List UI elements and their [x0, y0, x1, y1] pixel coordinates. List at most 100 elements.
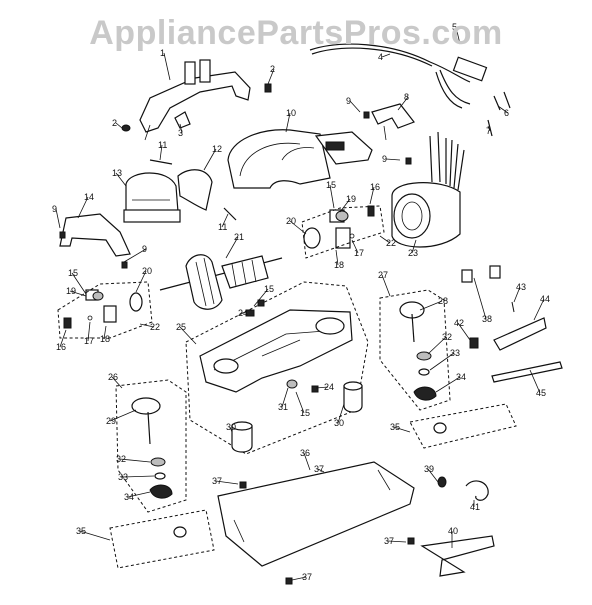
leader-line: [71, 272, 87, 295]
part-bushing: [231, 421, 253, 453]
leader-line: [123, 248, 147, 263]
part-screw: [239, 481, 247, 489]
callout-number: 26: [108, 372, 118, 382]
part-screw: [285, 577, 293, 585]
leader-line: [317, 468, 325, 473]
leader-line: [315, 386, 329, 389]
leader-line: [339, 198, 351, 213]
callout-number: 34: [124, 492, 134, 502]
leader-line: [163, 52, 171, 81]
part-top-bracket: [139, 59, 251, 141]
callout-number: 23: [408, 248, 418, 258]
leader-line: [381, 53, 391, 58]
leader-line: [379, 235, 391, 244]
callout-number: 33: [118, 472, 128, 482]
leader-line: [241, 311, 247, 314]
part-screw: [121, 124, 131, 132]
leader-line: [203, 148, 217, 171]
leader-line: [393, 426, 411, 433]
leader-line: [215, 480, 239, 485]
callout-number: 18: [100, 334, 110, 344]
dashed-group-housing: [185, 281, 369, 455]
leader-line: [349, 100, 361, 113]
part-rail: [493, 317, 547, 351]
callout-number: 12: [212, 144, 222, 154]
callout-number: 16: [370, 182, 380, 192]
callout-number: 38: [482, 314, 492, 324]
callout-number: 24: [324, 382, 334, 392]
leader-line: [427, 468, 439, 483]
callout-number: 16: [56, 342, 66, 352]
leader-line: [351, 239, 359, 254]
dashed-group-left: [57, 281, 153, 339]
leader-line: [119, 458, 151, 463]
leader-line: [87, 321, 91, 342]
callout-number: 29: [106, 416, 116, 426]
callout-number: 1: [160, 48, 165, 58]
leader-line: [337, 403, 345, 424]
callout-number: 2: [112, 118, 117, 128]
leader-line: [59, 329, 67, 348]
leader-line: [427, 336, 447, 355]
part-screw: [59, 231, 66, 239]
callout-number: 20: [142, 266, 152, 276]
callout-number: 37: [384, 536, 394, 546]
callout-number: 44: [540, 294, 550, 304]
leader-line: [335, 249, 339, 266]
part-screw: [363, 111, 370, 119]
leader-line: [457, 322, 471, 341]
callout-number: 7: [486, 126, 491, 136]
callout-number: 34: [456, 372, 466, 382]
part-stator: [391, 131, 465, 248]
leader-line: [329, 184, 335, 209]
leader-line: [455, 26, 461, 45]
callout-number: 20: [286, 216, 296, 226]
part-screw: [245, 309, 255, 317]
leader-line: [229, 426, 233, 433]
callout-number: 17: [84, 336, 94, 346]
part-armature: [159, 254, 283, 310]
dashed-group-plate-right: [409, 403, 517, 449]
callout-number: 5: [452, 22, 457, 32]
callout-number: 9: [52, 204, 57, 214]
callout-number: 32: [116, 454, 126, 464]
callout-number: 22: [386, 238, 396, 248]
callout-number: 22: [150, 322, 160, 332]
callout-number: 30: [226, 422, 236, 432]
leader-line: [179, 123, 183, 134]
part-washer: [437, 476, 447, 488]
dashed-group-gear-left: [115, 379, 187, 513]
leader-line: [533, 298, 545, 321]
leader-line: [411, 239, 417, 254]
part-base-plate: [217, 461, 415, 567]
part-screw: [311, 385, 319, 393]
part-knob: [433, 422, 447, 434]
callout-number: 42: [454, 318, 464, 328]
part-gear-stack-right: [399, 301, 437, 401]
callout-number: 19: [346, 194, 356, 204]
leader-line: [103, 325, 107, 340]
callout-number: 43: [516, 282, 526, 292]
callout-number: 11: [158, 140, 167, 150]
callout-number: 36: [300, 448, 310, 458]
callout-number: 35: [76, 526, 86, 536]
part-screw: [264, 83, 272, 93]
leader-line: [285, 112, 291, 133]
callout-number: 14: [84, 192, 94, 202]
leader-line: [381, 274, 391, 297]
leader-line: [513, 286, 521, 303]
leader-line: [397, 96, 409, 111]
part-gear-housing: [199, 309, 353, 393]
callout-number: 3: [178, 128, 183, 138]
callout-number: 8: [404, 92, 409, 102]
part-bar: [491, 361, 563, 383]
callout-number: 40: [448, 526, 458, 536]
callout-number: 35: [390, 422, 400, 432]
callout-number: 4: [378, 52, 383, 62]
leader-line: [69, 290, 87, 297]
part-pin: [511, 301, 515, 313]
part-screw: [407, 537, 415, 545]
callout-number: 37: [212, 476, 222, 486]
leader-line: [139, 323, 155, 328]
